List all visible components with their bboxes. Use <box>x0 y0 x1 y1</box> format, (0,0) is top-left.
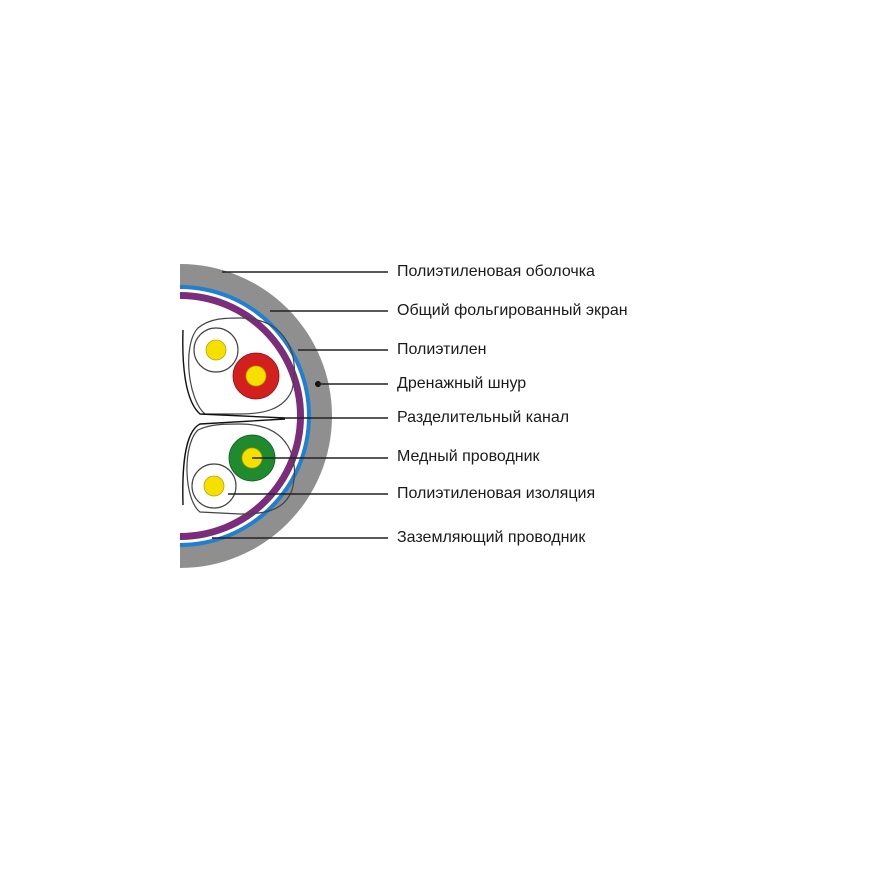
separator-channel <box>182 329 286 419</box>
upper-pair-wrap <box>188 317 295 415</box>
label-copper: Медный проводник <box>397 448 540 465</box>
lower-pair-wrap <box>186 423 296 515</box>
core-area <box>180 299 297 533</box>
separator-channel-lower <box>182 418 286 506</box>
red-conductor <box>245 365 267 387</box>
label-drain-wire: Дренажный шнур <box>397 375 527 392</box>
label-foil-screen: Общий фольгированный экран <box>397 302 628 319</box>
label-ground: Заземляющий проводник <box>397 529 586 546</box>
upper-left-conductor <box>205 339 227 361</box>
label-separator: Разделительный канал <box>397 409 570 426</box>
label-polyethylene: Полиэтилен <box>397 341 487 358</box>
label-pe-insulation: Полиэтиленовая изоляция <box>397 485 596 502</box>
lower-left-conductor <box>203 475 225 497</box>
label-pe-sheath: Полиэтиленовая оболочка <box>397 263 595 280</box>
